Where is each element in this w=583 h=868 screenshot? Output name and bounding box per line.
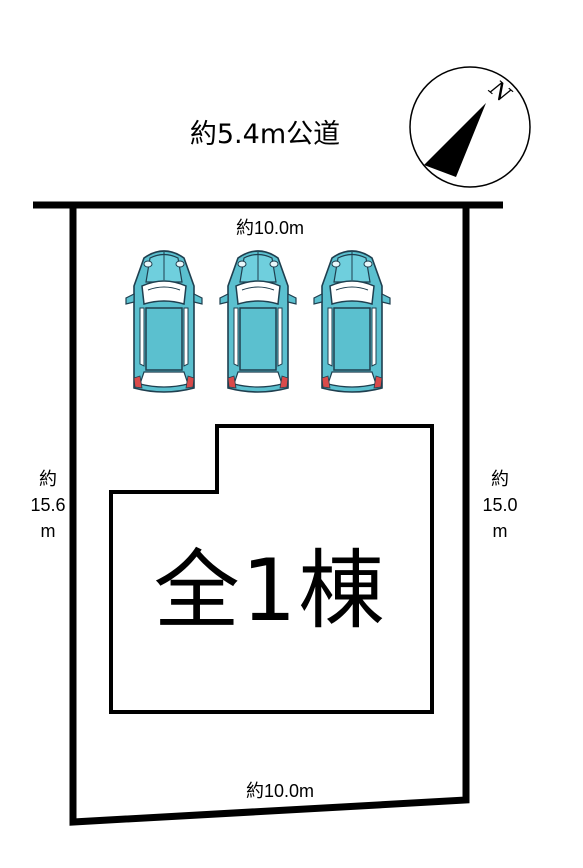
depth-value: 15.0 — [482, 495, 518, 515]
car-icon — [125, 250, 203, 393]
depth-prefix: 約 — [491, 469, 509, 489]
lot-bottom-width-label: 約10.0m — [245, 781, 315, 801]
depth-unit: m — [40, 521, 56, 541]
building-footprint — [109, 424, 434, 714]
compass: N — [409, 66, 531, 188]
depth-unit: m — [492, 521, 508, 541]
lot-right-depth-label: 約 15.0 m — [470, 466, 530, 544]
lot-boundary — [69, 201, 470, 826]
car-icon — [219, 250, 297, 393]
lot-left-depth-label: 約 15.6 m — [18, 466, 78, 544]
depth-value: 15.6 — [30, 495, 66, 515]
depth-prefix: 約 — [39, 469, 57, 489]
north-arrow-icon — [424, 103, 486, 177]
building-label: 全1棟 — [153, 541, 387, 641]
lot-top-width-label: 約10.0m — [235, 218, 305, 238]
road-label: 約5.4m公道 — [189, 119, 341, 150]
car-icon — [313, 250, 391, 393]
compass-circle — [409, 66, 531, 188]
compass-north-letter: N — [483, 76, 515, 109]
